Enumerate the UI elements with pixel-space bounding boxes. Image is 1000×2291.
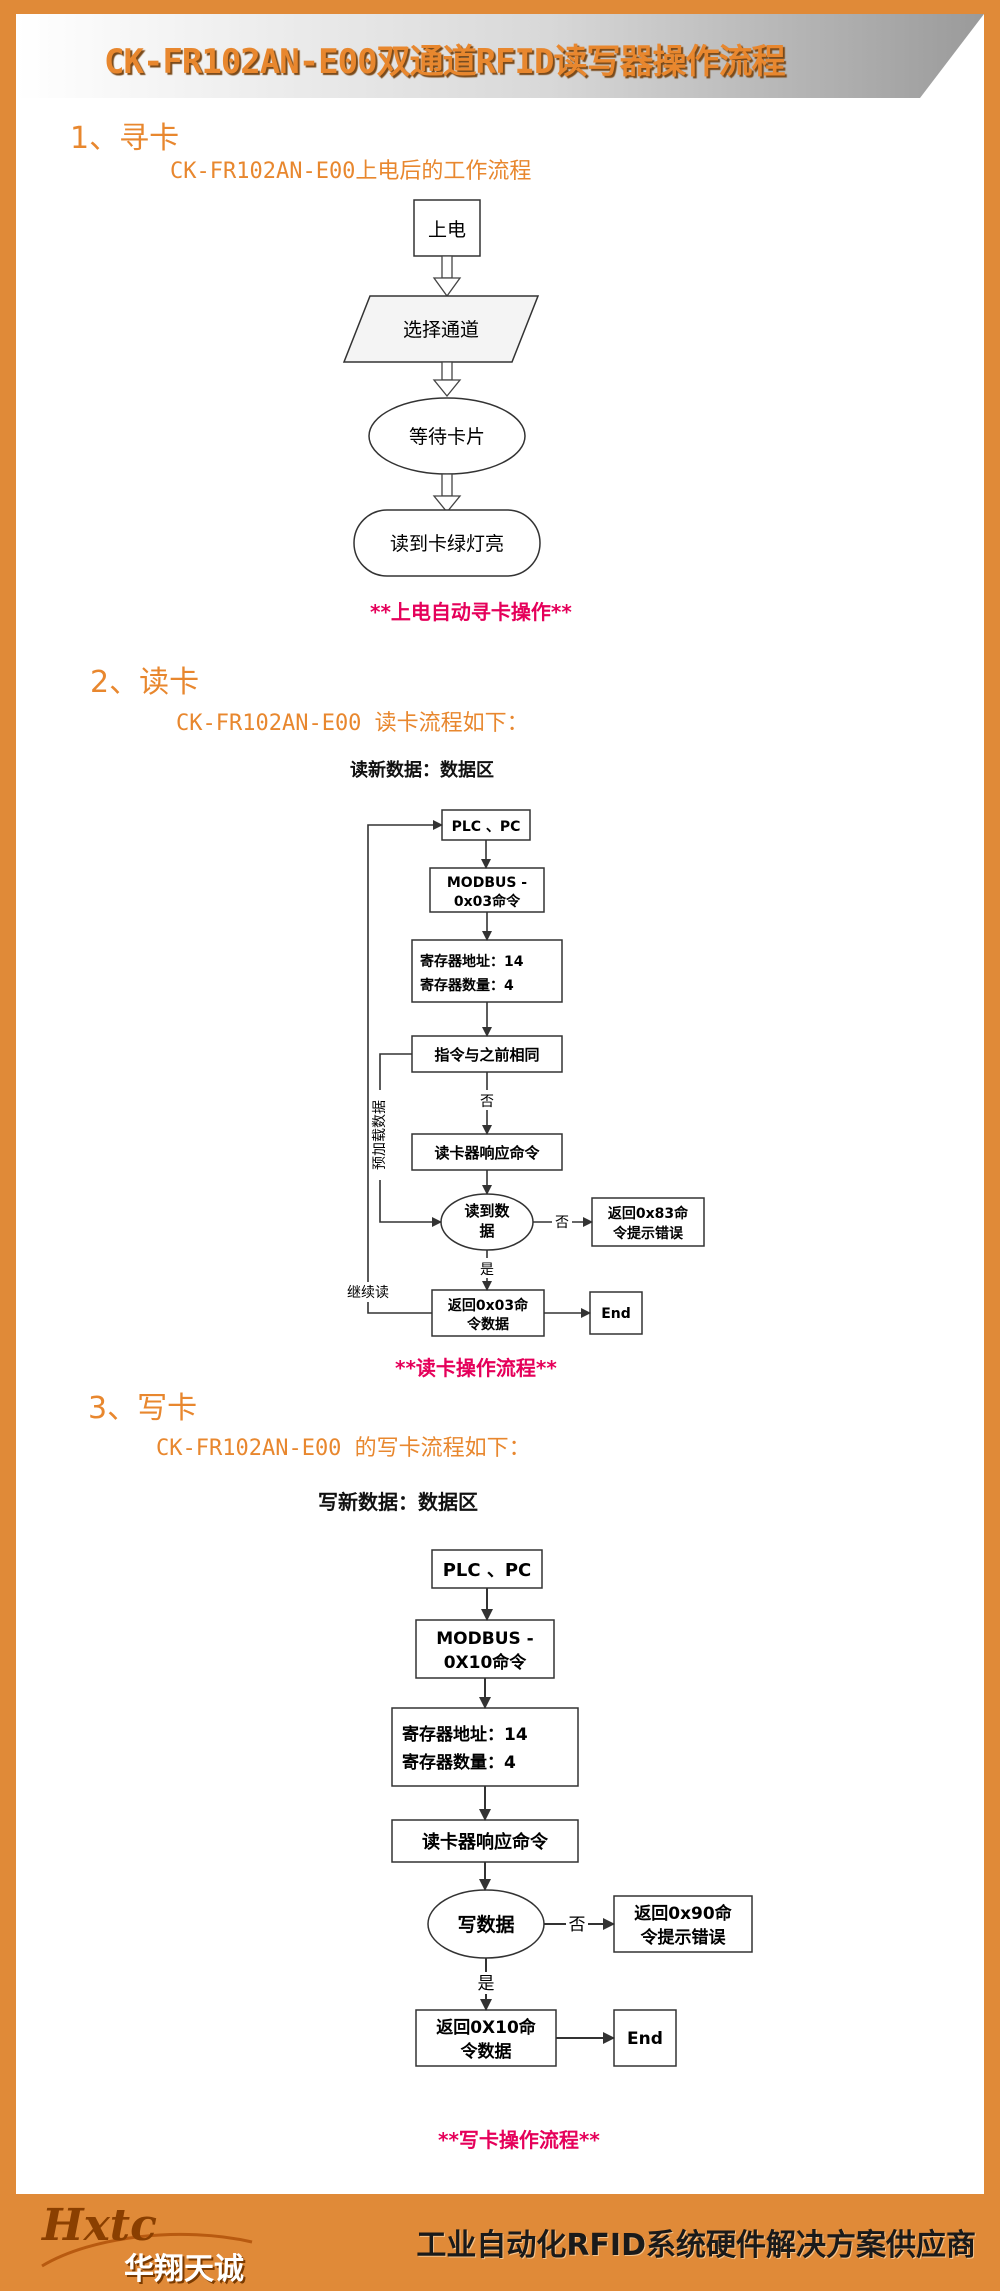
- node-read-data-decision: 读到数 据: [440, 1193, 534, 1251]
- label-no-same: 否: [480, 1094, 494, 1110]
- svg-text:MODBUS -: MODBUS -: [447, 875, 527, 891]
- section-2-subtitle: CK-FR102AN-E00 读卡流程如下：: [176, 711, 529, 736]
- svg-text:上电: 上电: [428, 219, 466, 241]
- section-3-heading: 3、写卡: [88, 1391, 198, 1426]
- page-title: CK-FR102AN-E00双通道RFID读写器操作流程: [104, 42, 785, 82]
- svg-text:令数据: 令数据: [461, 2041, 512, 2062]
- svg-text:End: End: [627, 2029, 663, 2049]
- svg-text:PLC 、PC: PLC 、PC: [452, 819, 521, 835]
- svg-text:返回0x90命: 返回0x90命: [634, 1903, 732, 1924]
- svg-text:指令与之前相同: 指令与之前相同: [434, 1046, 539, 1064]
- svg-text:令数据: 令数据: [466, 1316, 509, 1333]
- svg-text:0x03命令: 0x03命令: [454, 893, 521, 910]
- svg-text:读到卡绿灯亮: 读到卡绿灯亮: [390, 533, 504, 555]
- svg-text:选择通道: 选择通道: [403, 319, 479, 341]
- read-card-flowchart: PLC 、PC MODBUS - 0x03命令 寄存器地址：14 寄存器数量：4…: [340, 809, 705, 1337]
- section-3-caption: 写新数据：数据区: [318, 1490, 478, 1514]
- node-reader-respond: 读卡器响应命令: [391, 1819, 579, 1863]
- svg-text:MODBUS -: MODBUS -: [436, 1629, 533, 1649]
- node-modbus-0x10: MODBUS - 0X10命令: [415, 1619, 555, 1679]
- node-register-params: 寄存器地址：14 寄存器数量：4: [391, 1707, 579, 1787]
- node-reader-respond: 读卡器响应命令: [411, 1133, 563, 1171]
- section-1-note: **上电自动寻卡操作**: [370, 600, 572, 624]
- brand-logo: Hxtc 华翔天诚: [32, 2196, 272, 2288]
- node-same-command: 指令与之前相同: [411, 1035, 563, 1073]
- svg-text:令提示错误: 令提示错误: [641, 1927, 727, 1948]
- arrow-wait-to-light: [432, 473, 462, 514]
- node-plc-pc: PLC 、PC: [431, 1549, 543, 1589]
- svg-text:读卡器响应命令: 读卡器响应命令: [434, 1144, 540, 1162]
- arrow-select-to-wait: [432, 361, 462, 398]
- node-plc-pc: PLC 、PC: [441, 809, 531, 841]
- node-end: End: [589, 1291, 643, 1335]
- svg-text:读到数: 读到数: [464, 1202, 510, 1220]
- arrow-power-to-select: [432, 255, 462, 298]
- node-write-data-decision: 写数据: [427, 1889, 545, 1959]
- svg-text:据: 据: [479, 1222, 494, 1240]
- write-card-flowchart: PLC 、PC MODBUS - 0X10命令 寄存器地址：14 寄存器数量：4…: [391, 1549, 753, 2067]
- logo-script-text: Hxtc: [42, 2200, 157, 2251]
- label-yes-write: 是: [478, 1974, 495, 1994]
- search-card-flowchart: 上电 选择通道 等待卡片 读到卡绿灯亮: [342, 199, 541, 577]
- node-wait-card: 等待卡片: [368, 397, 526, 475]
- svg-text:寄存器数量：4: 寄存器数量：4: [420, 977, 514, 994]
- svg-text:返回0x03命: 返回0x03命: [448, 1297, 529, 1314]
- label-no-write: 否: [569, 1915, 586, 1935]
- node-power-on: 上电: [413, 199, 481, 257]
- node-return-0x10-data: 返回0X10命 令数据: [415, 2009, 557, 2067]
- node-modbus-0x03: MODBUS - 0x03命令: [429, 867, 545, 913]
- svg-text:End: End: [601, 1306, 631, 1322]
- node-return-0x83-error: 返回0x83命 令提示错误: [591, 1197, 705, 1247]
- svg-text:写数据: 写数据: [457, 1913, 514, 1936]
- brand-name: 华翔天诚: [124, 2252, 244, 2287]
- svg-text:返回0X10命: 返回0X10命: [436, 2017, 537, 2038]
- label-yes-read: 是: [480, 1262, 494, 1278]
- section-3-subtitle: CK-FR102AN-E00 的写卡流程如下：: [156, 1436, 531, 1461]
- svg-text:0X10命令: 0X10命令: [444, 1652, 528, 1673]
- svg-text:寄存器数量：4: 寄存器数量：4: [402, 1752, 516, 1773]
- svg-text:令提示错误: 令提示错误: [612, 1225, 684, 1242]
- label-no-read: 否: [555, 1215, 569, 1231]
- node-end: End: [613, 2009, 677, 2067]
- node-register-params: 寄存器地址：14 寄存器数量：4: [411, 939, 563, 1003]
- node-return-0x90-error: 返回0x90命 令提示错误: [613, 1895, 753, 1953]
- section-2-note: **读卡操作流程**: [395, 1356, 557, 1380]
- svg-text:寄存器地址：14: 寄存器地址：14: [420, 953, 524, 970]
- section-1-subtitle: CK-FR102AN-E00上电后的工作流程: [170, 159, 532, 184]
- node-return-0x03-data: 返回0x03命 令数据: [431, 1289, 545, 1337]
- svg-text:读卡器响应命令: 读卡器响应命令: [422, 1831, 549, 1853]
- label-preload-data: 预加载数据: [372, 1100, 388, 1170]
- svg-text:PLC 、PC: PLC 、PC: [443, 1560, 532, 1581]
- node-green-light: 读到卡绿灯亮: [353, 509, 541, 577]
- section-2-caption: 读新数据：数据区: [350, 760, 494, 781]
- section-1-heading: 1、寻卡: [70, 121, 180, 156]
- svg-text:等待卡片: 等待卡片: [409, 426, 485, 448]
- footer-slogan: 工业自动化RFID系统硬件解决方案供应商: [416, 2228, 976, 2263]
- node-select-channel: 选择通道: [342, 295, 540, 363]
- section-2-heading: 2、读卡: [90, 665, 200, 700]
- label-continue-read: 继续读: [347, 1284, 389, 1301]
- logo-swoosh-icon: [41, 2232, 253, 2268]
- svg-text:返回0x83命: 返回0x83命: [608, 1205, 689, 1222]
- section-3-note: **写卡操作流程**: [438, 2128, 600, 2152]
- svg-text:寄存器地址：14: 寄存器地址：14: [402, 1724, 528, 1745]
